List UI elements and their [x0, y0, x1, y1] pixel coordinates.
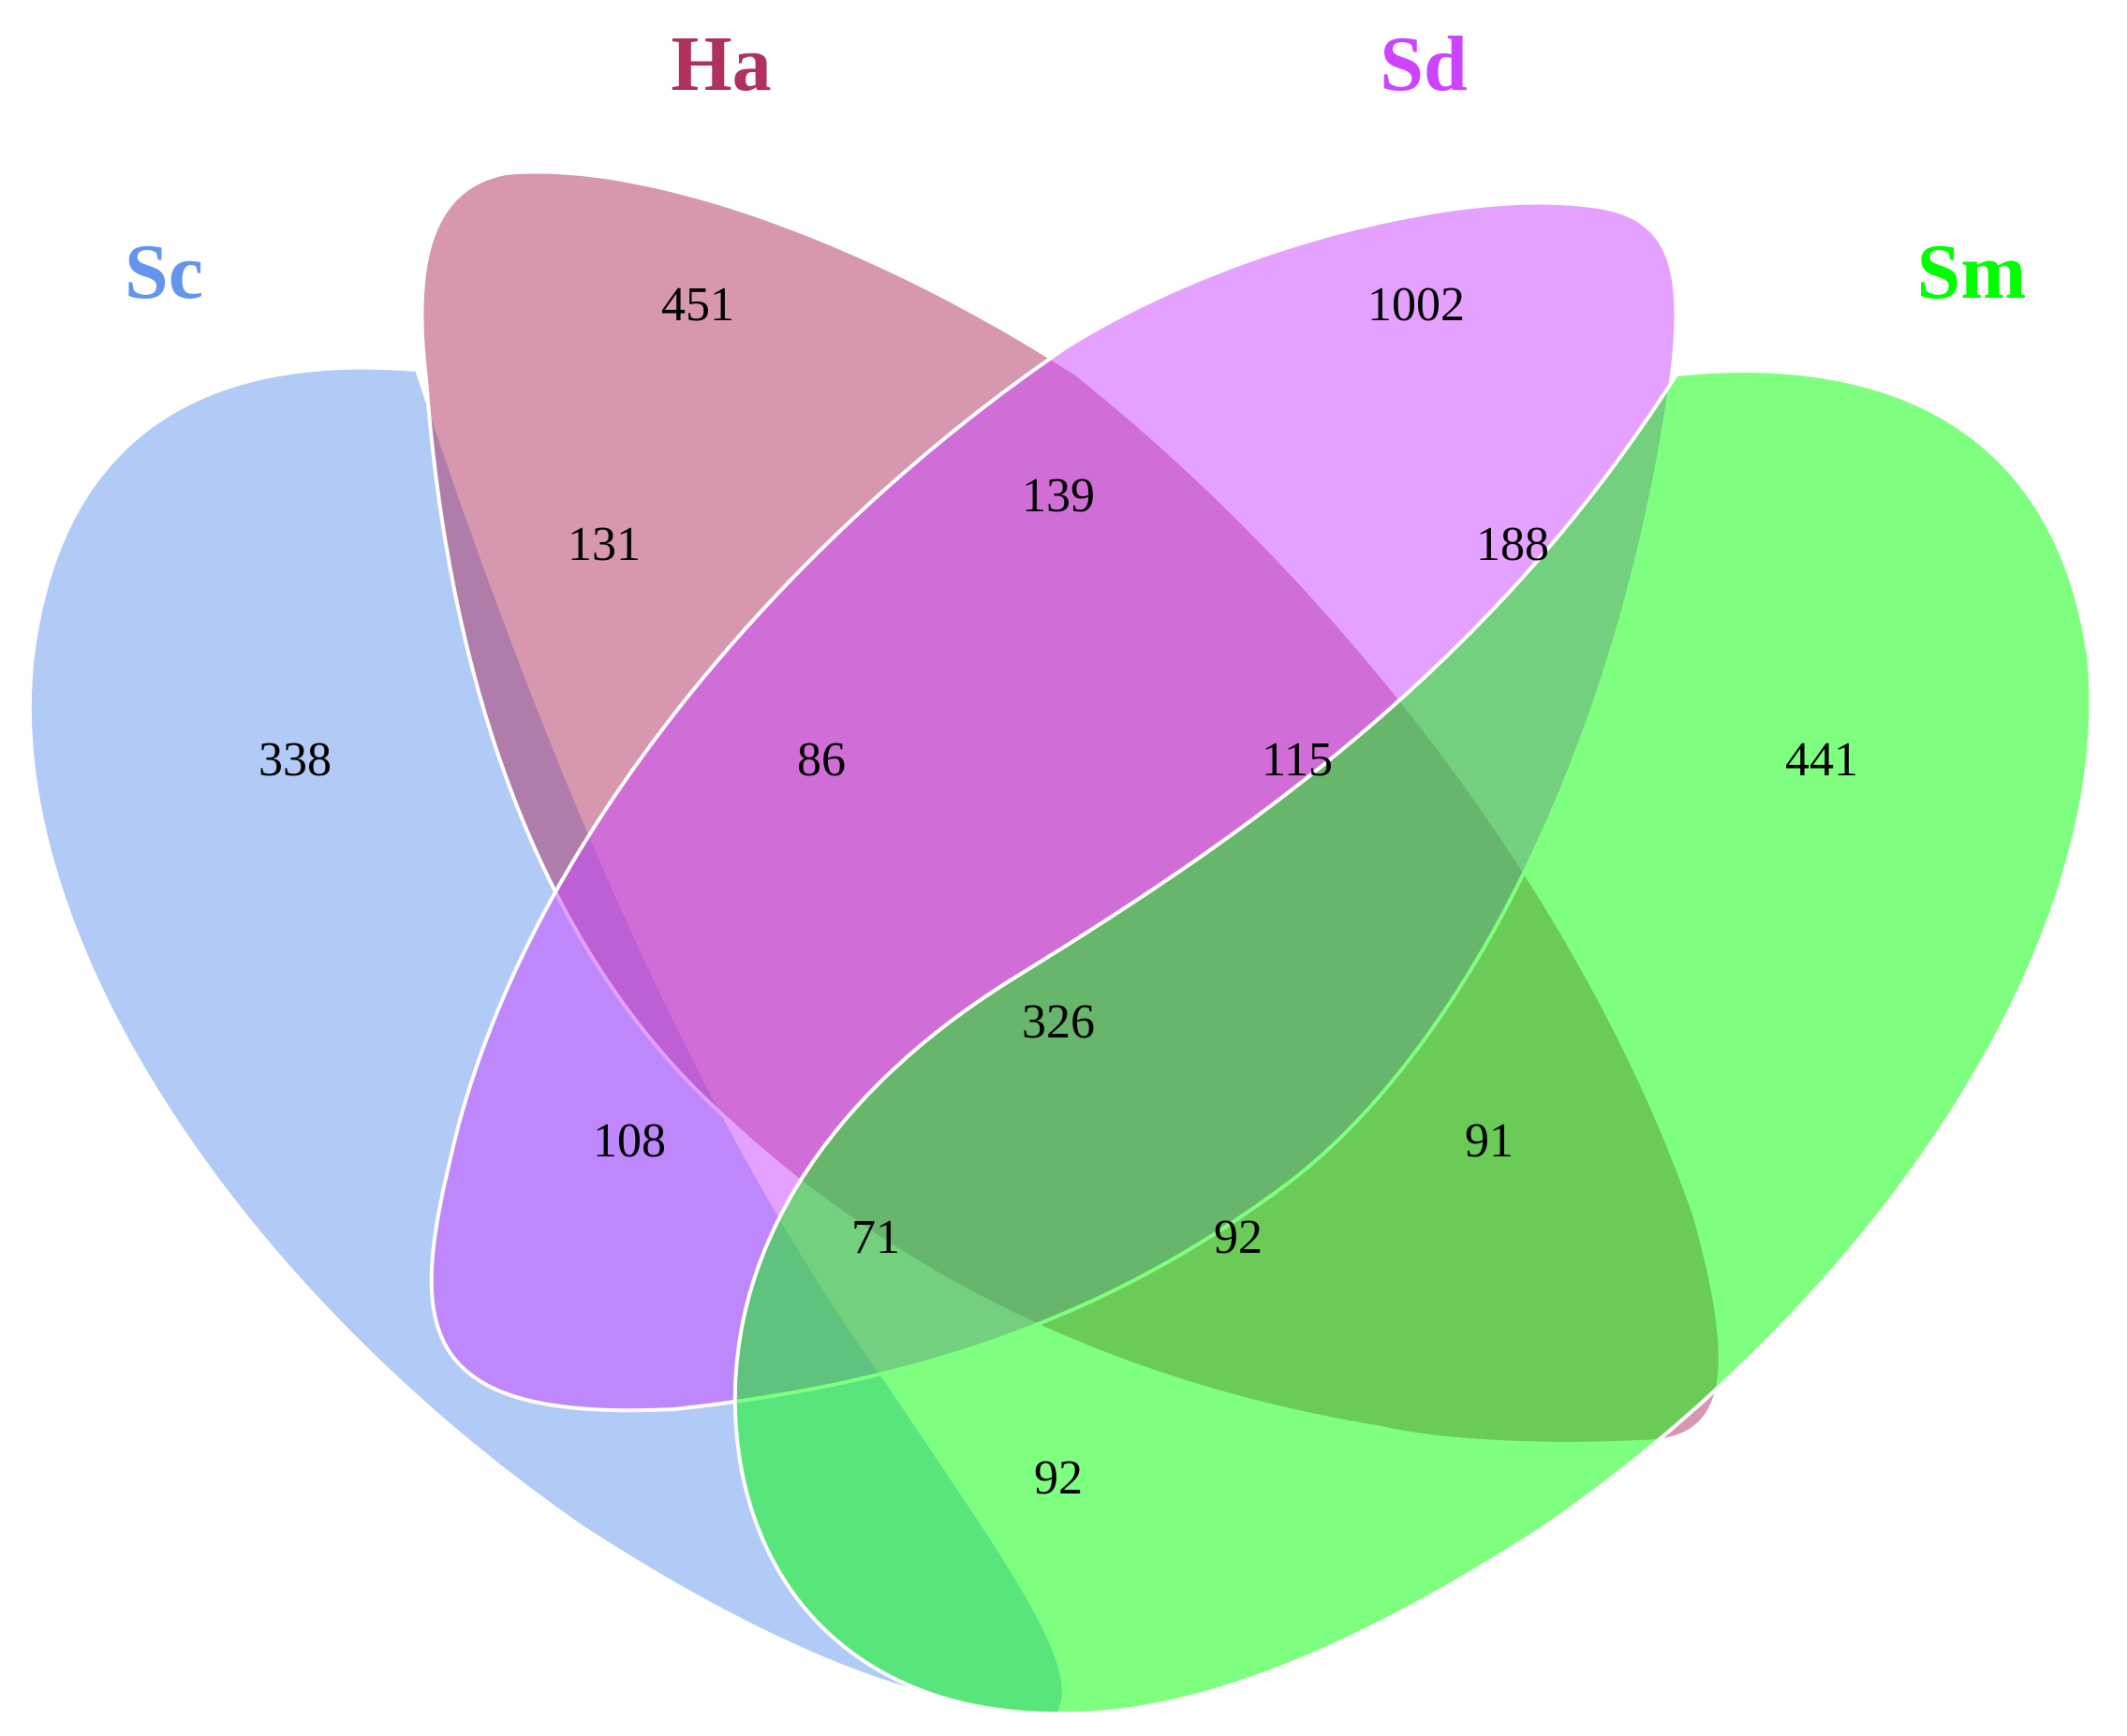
count-all: 326	[1022, 995, 1095, 1049]
count-sc-ha: 131	[568, 518, 641, 571]
count-sc-sm: 92	[1034, 1451, 1083, 1505]
count-ha-sd-sm: 115	[1262, 733, 1333, 787]
count-sc-only: 338	[258, 733, 332, 787]
ellipse-sm	[732, 369, 2093, 1716]
count-sc-ha-sm: 92	[1214, 1211, 1263, 1264]
count-sd-only: 1002	[1367, 278, 1465, 331]
set-label-ha: Ha	[671, 21, 771, 108]
region-counts: 338 451 1002 441 131 139 188 86 115 326 …	[258, 278, 1858, 1505]
set-labels: Sc Ha Sd Sm	[125, 21, 2026, 316]
set-label-sc: Sc	[125, 228, 203, 316]
set-ellipses	[27, 169, 2093, 1716]
count-sm-only: 441	[1785, 733, 1858, 787]
count-ha-only: 451	[661, 278, 734, 331]
set-label-sm: Sm	[1917, 228, 2027, 316]
count-sd-sm: 188	[1476, 518, 1549, 571]
count-ha-sm: 91	[1465, 1114, 1514, 1168]
set-label-sd: Sd	[1380, 21, 1467, 108]
count-sc-ha-sd: 86	[797, 733, 846, 787]
count-sc-sd-sm: 71	[851, 1211, 900, 1264]
count-sc-sd: 108	[593, 1114, 666, 1168]
count-ha-sd: 139	[1022, 469, 1095, 522]
